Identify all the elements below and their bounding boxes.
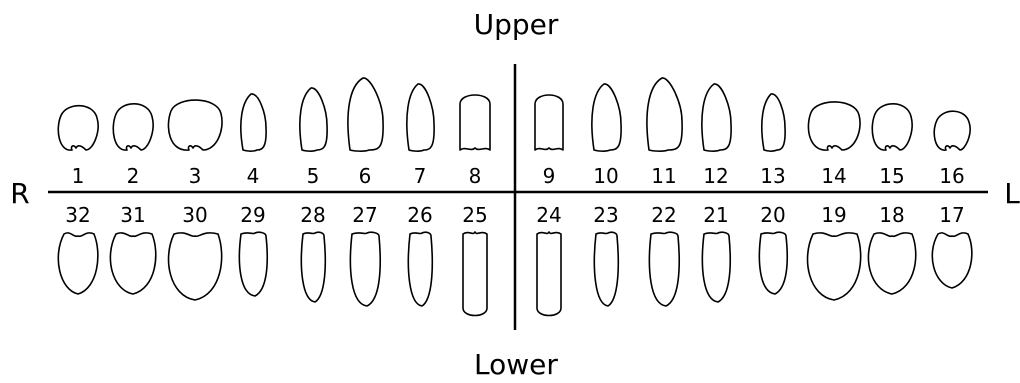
lower-tooth-number-18: 18 (879, 203, 904, 227)
lower-tooth-number-23: 23 (593, 203, 618, 227)
lower-tooth-29 (238, 231, 269, 297)
lower-tooth-18 (867, 232, 917, 295)
upper-tooth-number-5: 5 (307, 164, 320, 188)
lower-tooth-number-30: 30 (182, 203, 207, 227)
upper-tooth-number-6: 6 (359, 164, 372, 188)
upper-tooth-number-8: 8 (469, 164, 482, 188)
upper-tooth-10 (591, 83, 622, 152)
lower-tooth-31 (109, 232, 157, 295)
lower-tooth-number-24: 24 (536, 203, 561, 227)
upper-tooth-number-15: 15 (879, 164, 904, 188)
upper-tooth-16 (933, 110, 971, 151)
upper-tooth-number-11: 11 (651, 164, 676, 188)
upper-tooth-number-13: 13 (760, 164, 785, 188)
lower-tooth-number-19: 19 (821, 203, 846, 227)
upper-tooth-2 (112, 103, 154, 151)
lower-tooth-21 (701, 231, 732, 303)
upper-tooth-12 (701, 83, 732, 152)
lower-tooth-26 (407, 231, 434, 307)
upper-tooth-number-16: 16 (939, 164, 964, 188)
upper-tooth-8 (459, 94, 491, 151)
upper-tooth-number-7: 7 (414, 164, 427, 188)
upper-arch-label: Upper (474, 8, 559, 41)
upper-tooth-6 (347, 77, 384, 152)
upper-tooth-number-10: 10 (593, 164, 618, 188)
upper-tooth-number-4: 4 (247, 164, 260, 188)
upper-tooth-13 (761, 93, 786, 152)
lower-tooth-number-26: 26 (407, 203, 432, 227)
upper-tooth-3 (167, 99, 223, 151)
lower-arch-label: Lower (474, 348, 558, 381)
lower-tooth-17 (931, 232, 973, 289)
upper-tooth-number-1: 1 (72, 164, 85, 188)
lower-tooth-number-17: 17 (939, 203, 964, 227)
lower-tooth-23 (593, 231, 620, 307)
lower-tooth-number-21: 21 (703, 203, 728, 227)
lower-tooth-30 (167, 232, 223, 301)
lower-tooth-20 (758, 231, 789, 295)
upper-tooth-15 (871, 103, 913, 151)
upper-tooth-7 (406, 83, 435, 152)
lower-tooth-number-31: 31 (120, 203, 145, 227)
lower-tooth-25 (462, 231, 488, 317)
left-side-label: L (1004, 177, 1020, 210)
lower-tooth-number-20: 20 (760, 203, 785, 227)
upper-tooth-4 (240, 93, 267, 152)
lower-teeth-row: 32 31 30 29 28 27 26 25 24 23 22 21 20 19 18 17 (57, 203, 973, 317)
lower-tooth-32 (57, 232, 99, 295)
lower-tooth-number-32: 32 (65, 203, 90, 227)
upper-tooth-9 (534, 94, 564, 151)
upper-tooth-1 (57, 104, 99, 151)
upper-tooth-number-2: 2 (127, 164, 140, 188)
lower-tooth-27 (349, 231, 381, 307)
lower-tooth-22 (648, 231, 680, 307)
lower-tooth-24 (536, 231, 562, 317)
upper-tooth-number-9: 9 (543, 164, 556, 188)
lower-tooth-number-25: 25 (462, 203, 487, 227)
lower-tooth-28 (300, 231, 327, 303)
upper-tooth-number-3: 3 (189, 164, 202, 188)
upper-tooth-number-14: 14 (821, 164, 846, 188)
lower-tooth-number-29: 29 (240, 203, 265, 227)
upper-tooth-number-12: 12 (703, 164, 728, 188)
lower-tooth-number-27: 27 (352, 203, 377, 227)
upper-tooth-14 (807, 101, 861, 151)
upper-tooth-11 (646, 77, 683, 152)
right-side-label: R (10, 177, 29, 210)
lower-tooth-number-28: 28 (300, 203, 325, 227)
lower-tooth-19 (806, 232, 862, 301)
upper-tooth-5 (299, 87, 328, 152)
lower-tooth-number-22: 22 (651, 203, 676, 227)
